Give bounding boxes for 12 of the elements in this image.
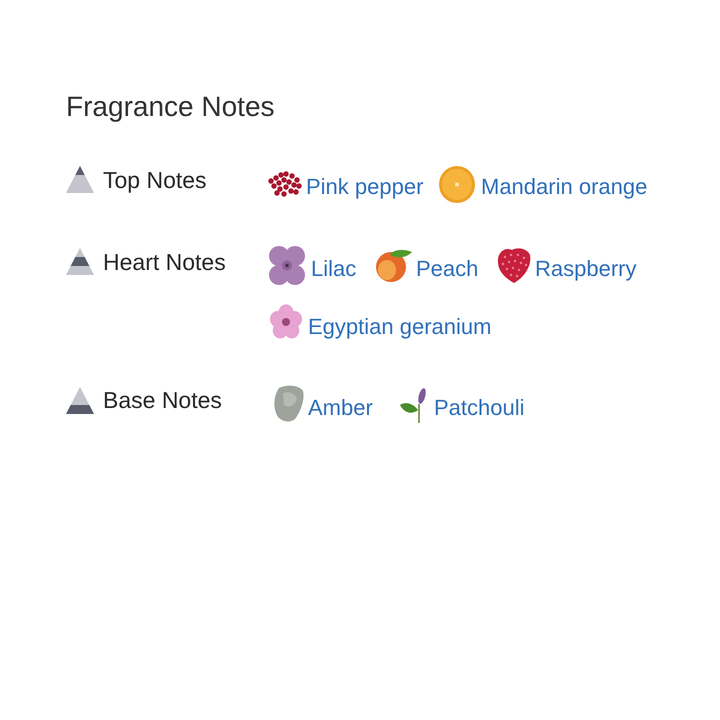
note-link: Egyptian geranium — [308, 314, 492, 340]
note-link: Pink pepper — [306, 174, 424, 200]
heading: Fragrance Notes — [66, 90, 275, 124]
note-link: Mandarin orange — [481, 174, 648, 200]
note-link: Patchouli — [434, 394, 525, 422]
note-link: Peach — [416, 256, 478, 282]
note-link: Lilac — [311, 256, 356, 282]
note-link: Raspberry — [535, 256, 636, 282]
tier-label: Heart Notes — [103, 249, 226, 277]
note-link: Amber — [308, 394, 373, 422]
tier-label: Base Notes — [103, 387, 222, 415]
tier-label: Top Notes — [103, 167, 207, 195]
